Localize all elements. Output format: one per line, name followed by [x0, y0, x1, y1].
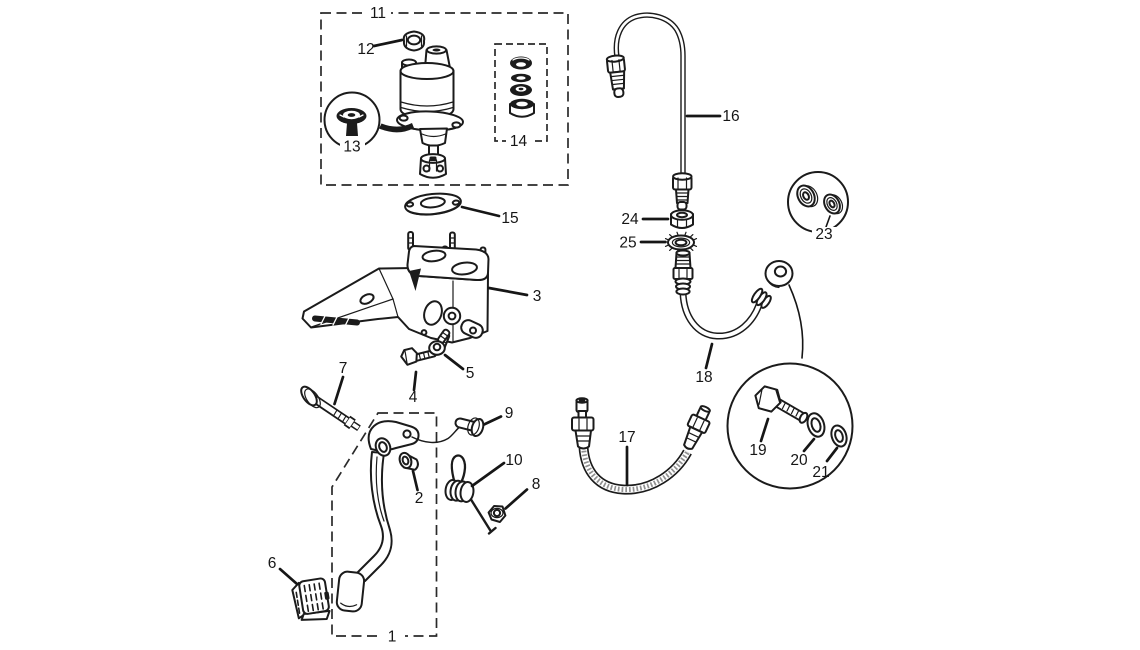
push-rod-clevis — [419, 153, 447, 179]
pedal-bracket-3 — [301, 231, 490, 351]
kit-cup-seal-top — [510, 56, 532, 70]
nut-8 — [487, 505, 507, 523]
pedal-pad-6 — [291, 577, 331, 621]
grommet-detail-circle-23 — [787, 171, 849, 233]
callout-16: 16 — [722, 108, 739, 125]
pedal-arm — [335, 420, 420, 613]
pipe-fitting-top — [605, 54, 626, 99]
callout-19: 19 — [749, 442, 766, 459]
callout-6: 6 — [268, 555, 277, 572]
pipe-fitting-bottom — [672, 172, 693, 211]
gasket-15 — [404, 192, 462, 216]
bolt-detail-circle — [726, 362, 854, 490]
detail-pointer — [379, 123, 414, 133]
hose-fitting-threaded — [672, 249, 694, 296]
assembly-box-11 — [320, 12, 569, 186]
callout-14: 14 — [510, 133, 528, 150]
cap-nut-12 — [402, 30, 426, 52]
kit-sleeve — [509, 98, 535, 118]
callout-labels: 11 12 13 14 15 3 4 5 7 6 2 9 10 8 1 16 2… — [268, 5, 837, 646]
brake-pipe-16 — [605, 12, 693, 211]
connector-curve-9 — [411, 426, 461, 444]
hose17-fitting-left — [571, 397, 595, 450]
callout-10: 10 — [505, 452, 523, 469]
callout-12: 12 — [357, 41, 374, 58]
callout-1: 1 — [388, 629, 397, 646]
braided-hose-17 — [571, 397, 711, 495]
flex-hose-18 — [672, 249, 804, 359]
callout-20: 20 — [790, 452, 808, 469]
callout-23: 23 — [815, 226, 832, 243]
callout-24: 24 — [621, 211, 639, 228]
callout-7: 7 — [339, 360, 348, 377]
callout-2: 2 — [415, 490, 424, 507]
lock-washer-25 — [664, 231, 698, 254]
washer-21 — [830, 424, 848, 448]
callout-21: 21 — [812, 464, 829, 481]
connector-curve-19 — [788, 284, 804, 359]
callout-17: 17 — [618, 429, 635, 446]
master-cylinder-illustration — [323, 30, 464, 179]
hose-banjo-end — [750, 260, 794, 309]
bolt-19 — [754, 385, 809, 424]
leader-lines — [278, 38, 839, 586]
nut-5 — [428, 328, 451, 356]
bushing-2 — [398, 451, 419, 471]
return-spring-10 — [444, 454, 497, 535]
washer-20 — [806, 412, 826, 438]
callout-13: 13 — [343, 139, 360, 156]
seal-detail-circle-13 — [323, 91, 381, 149]
nut-24 — [670, 209, 694, 229]
clevis-pin-7 — [300, 385, 361, 432]
callout-4: 4 — [409, 389, 418, 406]
clevis-pin-9 — [454, 417, 485, 438]
callout-9: 9 — [505, 405, 514, 422]
callout-8: 8 — [532, 476, 541, 493]
callout-11: 11 — [370, 5, 386, 22]
callout-5: 5 — [466, 365, 475, 382]
callout-15: 15 — [501, 210, 518, 227]
kit-cup-seal-bottom — [510, 84, 532, 96]
callout-25: 25 — [619, 235, 636, 252]
pedal-foot — [335, 570, 366, 613]
kit-washer — [511, 73, 531, 83]
hose17-fitting-right — [683, 405, 711, 450]
repair-kit-box-14 — [494, 43, 548, 142]
callout-18: 18 — [695, 369, 712, 386]
callout-3: 3 — [533, 288, 542, 305]
